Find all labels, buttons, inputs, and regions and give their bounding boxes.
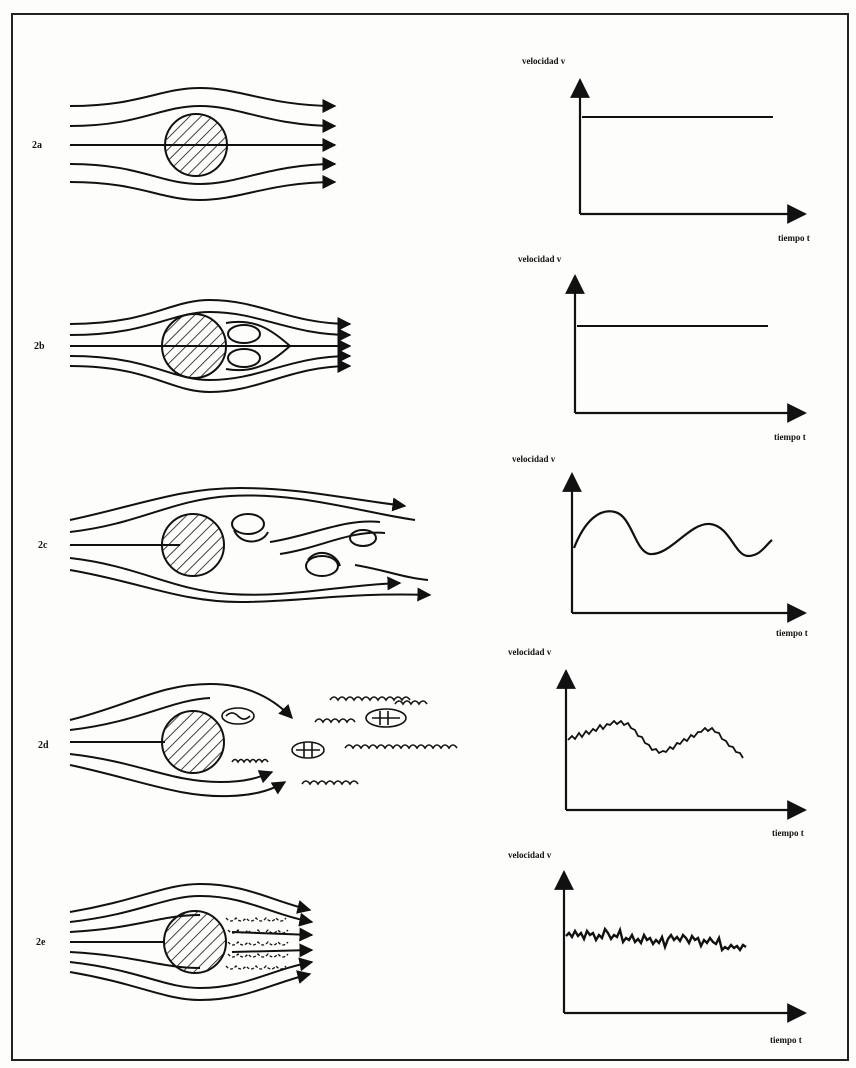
flow-panel-2a: 2a	[32, 88, 335, 200]
velocity-signal	[566, 929, 746, 950]
turbulent-wake	[226, 918, 288, 969]
cylinder-obstacle	[162, 711, 224, 773]
flow-panel-2e: 2e	[36, 884, 312, 1000]
panel-label: 2d	[38, 740, 49, 751]
velocity-graph-2e: velocidad v tiempo t	[508, 850, 805, 1045]
cylinder-obstacle	[162, 514, 224, 576]
flow-panel-2c: 2c	[38, 488, 430, 602]
flow-panel-2b: 2b	[34, 300, 350, 392]
cylinder-obstacle	[164, 911, 226, 973]
panel-label: 2e	[36, 937, 46, 948]
panel-label: 2a	[32, 140, 42, 151]
velocity-signal	[568, 721, 743, 758]
y-axis-label: velocidad v	[508, 647, 552, 657]
y-axis-label: velocidad v	[508, 850, 552, 860]
y-axis-label: velocidad v	[512, 454, 556, 464]
velocity-graph-2a: velocidad v tiempo t	[522, 56, 810, 243]
cylinder-obstacle	[162, 314, 226, 378]
velocity-graph-2b: velocidad v tiempo t	[518, 254, 806, 442]
panel-label: 2c	[38, 540, 48, 551]
flow-panel-2d: 2d	[38, 684, 457, 796]
y-axis-label: velocidad v	[518, 254, 562, 264]
x-axis-label: tiempo t	[774, 432, 806, 442]
x-axis-label: tiempo t	[770, 1035, 802, 1045]
velocity-graph-2c: velocidad v tiempo t	[512, 454, 808, 638]
x-axis-label: tiempo t	[772, 828, 804, 838]
y-axis-label: velocidad v	[522, 56, 566, 66]
cylinder-obstacle	[165, 114, 227, 176]
x-axis-label: tiempo t	[776, 628, 808, 638]
velocity-signal	[574, 511, 772, 556]
panel-label: 2b	[34, 341, 45, 352]
x-axis-label: tiempo t	[778, 233, 810, 243]
turbulent-eddies	[222, 697, 457, 784]
velocity-graph-2d: velocidad v tiempo t	[508, 647, 805, 838]
